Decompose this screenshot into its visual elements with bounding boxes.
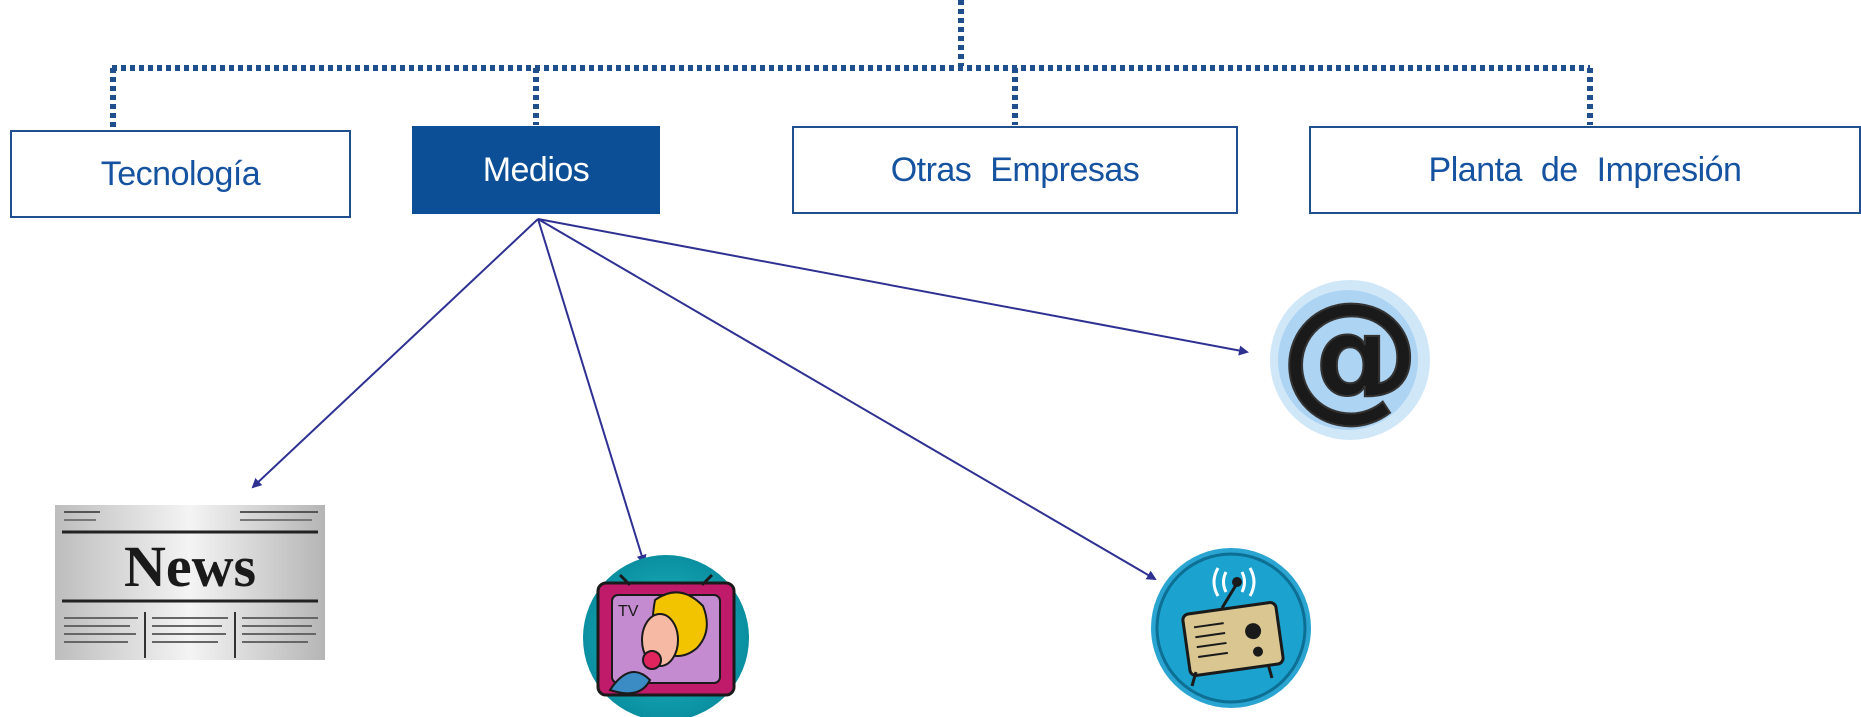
unit-box-otras-empresas[interactable]: Otras Empresas bbox=[792, 126, 1238, 214]
unit-label-planta-impresion: Planta de Impresión bbox=[1428, 150, 1742, 189]
at-sign-icon: @ bbox=[1270, 272, 1430, 440]
television-icon: TV bbox=[583, 555, 749, 717]
newspaper-icon: News bbox=[55, 505, 325, 660]
radio-icon bbox=[1151, 548, 1311, 708]
at-sign-glyph: @ bbox=[1280, 273, 1420, 436]
arrow-to-television bbox=[537, 218, 647, 565]
unit-box-medios[interactable]: Medios bbox=[412, 126, 660, 214]
arrow-to-radio bbox=[537, 218, 1157, 581]
newspaper-masthead: News bbox=[124, 534, 256, 599]
unit-label-medios: Medios bbox=[482, 150, 590, 189]
arrow-to-newspaper bbox=[251, 218, 539, 489]
arrow-to-internet bbox=[537, 218, 1249, 356]
unit-box-tecnologia[interactable]: Tecnología bbox=[10, 130, 351, 218]
media-arrows bbox=[251, 218, 1249, 581]
hierarchy-connectors bbox=[110, 0, 1593, 128]
tv-label: TV bbox=[618, 603, 639, 620]
unit-label-tecnologia: Tecnología bbox=[100, 154, 261, 193]
unit-box-planta-impresion[interactable]: Planta de Impresión bbox=[1309, 126, 1861, 214]
unit-label-otras-empresas: Otras Empresas bbox=[890, 150, 1140, 189]
